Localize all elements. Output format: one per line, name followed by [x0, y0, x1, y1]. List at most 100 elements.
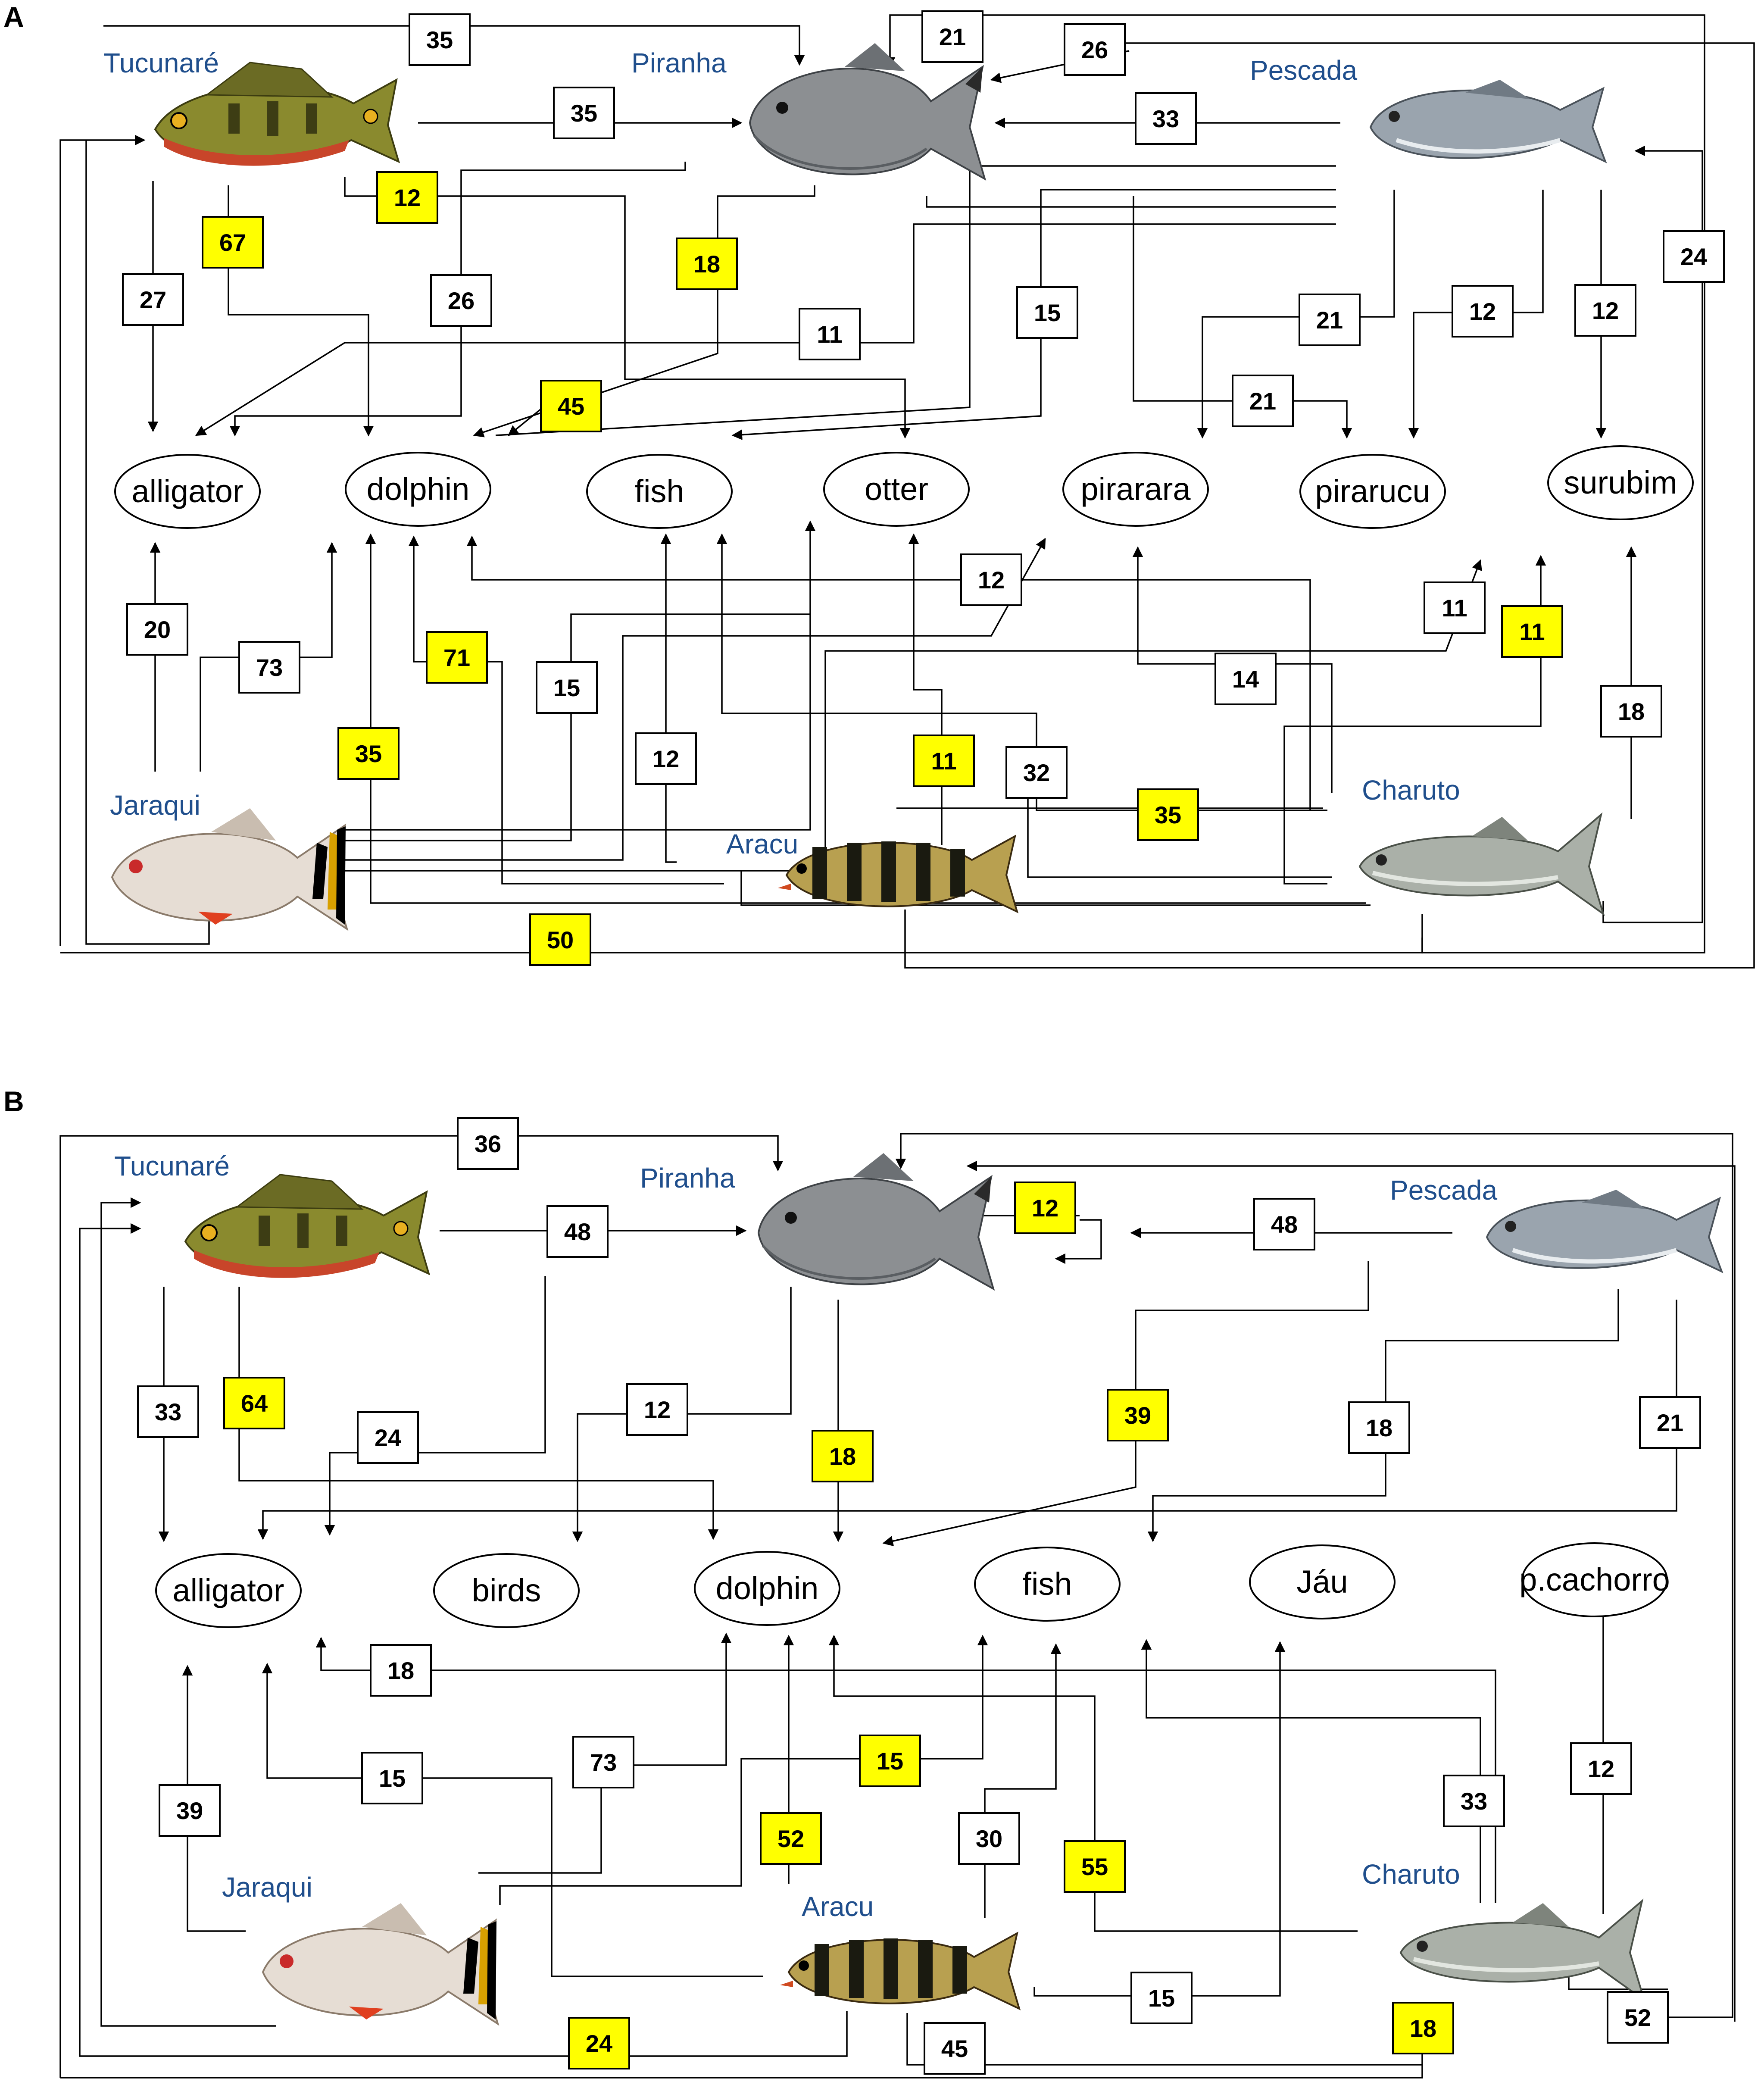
link-value: 64: [241, 1390, 268, 1417]
svg-text:fish: fish: [1022, 1566, 1072, 1602]
predator-surubim: surubim: [1547, 445, 1694, 520]
predator-jau: Jáu: [1249, 1544, 1396, 1619]
link-value-box: 15: [1130, 1972, 1193, 2024]
link-value: 73: [256, 654, 283, 681]
predator-birds: birds: [433, 1553, 580, 1628]
species-label-charuto: Charuto: [1362, 1859, 1460, 1890]
link-value: 15: [1148, 1985, 1175, 2012]
link-value-box: 33: [1135, 92, 1197, 145]
link-value-box: 71: [426, 631, 488, 684]
jaraqui-fish-picture: [262, 1902, 499, 2025]
link-value: 21: [1249, 388, 1276, 415]
plain-box: [799, 308, 861, 360]
highlighted-box: [760, 1812, 822, 1865]
highlighted-box: [540, 380, 602, 432]
link-value: 55: [1081, 1853, 1108, 1880]
link-value: 52: [777, 1825, 804, 1852]
link-value-box: 20: [126, 603, 188, 656]
plain-box: [1607, 1991, 1669, 2044]
link-value: 12: [1469, 298, 1496, 325]
link-value-box: 21: [1232, 375, 1294, 427]
link-value: 12: [1588, 1755, 1614, 1782]
highlighted-box: [812, 1430, 874, 1482]
plain-box: [1130, 1972, 1193, 2024]
link-value-box: 21: [921, 10, 983, 63]
link-value-box: 11: [799, 308, 861, 360]
plain-box: [1135, 92, 1197, 145]
link-value: 52: [1624, 2004, 1651, 2031]
highlighted-box: [1107, 1389, 1169, 1441]
link-value: 24: [375, 1424, 401, 1451]
species-label-tucunare: Tucunaré: [114, 1150, 230, 1182]
link-value-box: 48: [546, 1205, 609, 1258]
link-value: 15: [553, 674, 580, 701]
link-value: 11: [1442, 594, 1467, 622]
link-value: 27: [140, 286, 166, 313]
link-value: 15: [877, 1747, 903, 1775]
link-value-box: 64: [223, 1377, 285, 1429]
svg-text:pirarucu: pirarucu: [1315, 473, 1430, 509]
plain-box: [960, 553, 1022, 606]
plain-box: [924, 2022, 986, 2075]
link-value-box: 11: [913, 735, 975, 787]
svg-text:fish: fish: [634, 473, 684, 509]
link-value-box: 24: [357, 1411, 419, 1464]
species-label-charuto: Charuto: [1362, 775, 1460, 806]
plain-box: [1452, 285, 1514, 338]
link-value-box: 39: [1107, 1389, 1169, 1441]
link-value-box: 18: [1392, 2002, 1454, 2054]
predator-pirarara: pirarara: [1062, 452, 1209, 527]
link-value: 45: [558, 393, 584, 420]
link-value: 15: [1034, 299, 1061, 326]
link-value: 14: [1232, 666, 1259, 693]
link-value: 26: [448, 287, 475, 314]
link-value-box: 18: [370, 1644, 432, 1697]
link-value-box: 18: [812, 1430, 874, 1482]
svg-text:surubim: surubim: [1564, 465, 1677, 500]
link-value: 12: [978, 566, 1005, 594]
plain-box: [361, 1752, 423, 1804]
link-value-box: 11: [1424, 581, 1486, 634]
link-value: 39: [1124, 1402, 1151, 1429]
highlighted-box: [1501, 605, 1563, 658]
plain-box: [1005, 746, 1068, 799]
link-value: 21: [1316, 306, 1343, 334]
svg-text:Jáu: Jáu: [1296, 1564, 1348, 1600]
plain-box: [635, 732, 697, 785]
plain-box: [457, 1117, 519, 1170]
predator-pirarucu: pirarucu: [1299, 454, 1446, 529]
panel-b-species-labels: Tucunaré Piranha Pescada Jaraqui Aracu C…: [114, 1150, 1497, 1922]
species-label-tucunare: Tucunaré: [103, 47, 219, 78]
panel-b: B: [3, 1085, 1736, 2079]
link-value-box: 12: [1014, 1182, 1076, 1234]
link-value: 20: [144, 616, 171, 643]
link-value: 12: [1032, 1194, 1058, 1222]
highlighted-box: [913, 735, 975, 787]
predator-p-cachorro: p.cachorro: [1519, 1542, 1670, 1617]
link-value-box: 18: [1348, 1401, 1410, 1454]
plain-box: [1232, 375, 1294, 427]
link-value-box: 26: [430, 274, 492, 327]
svg-text:alligator: alligator: [131, 473, 243, 509]
predator-dolphin: dolphin: [345, 452, 491, 527]
piranha-fish-picture: [750, 43, 985, 179]
link-value-box: 12: [376, 171, 438, 224]
link-value-box: 21: [1639, 1396, 1701, 1449]
highlighted-box: [859, 1735, 921, 1787]
link-value: 18: [1618, 698, 1645, 725]
panel-a-predators: alligator dolphin fish otter pirarara pi…: [114, 445, 1694, 529]
link-value-box: 12: [626, 1383, 688, 1436]
svg-text:dolphin: dolphin: [367, 471, 470, 507]
species-label-piranha: Piranha: [640, 1163, 735, 1194]
species-label-pescada: Pescada: [1250, 55, 1357, 86]
link-value: 48: [1271, 1211, 1298, 1238]
link-value: 45: [941, 2035, 968, 2062]
link-value: 12: [653, 745, 679, 772]
link-value-box: 14: [1215, 653, 1277, 705]
plain-box: [122, 273, 184, 326]
link-value: 50: [547, 926, 574, 953]
plain-box: [1424, 581, 1486, 634]
